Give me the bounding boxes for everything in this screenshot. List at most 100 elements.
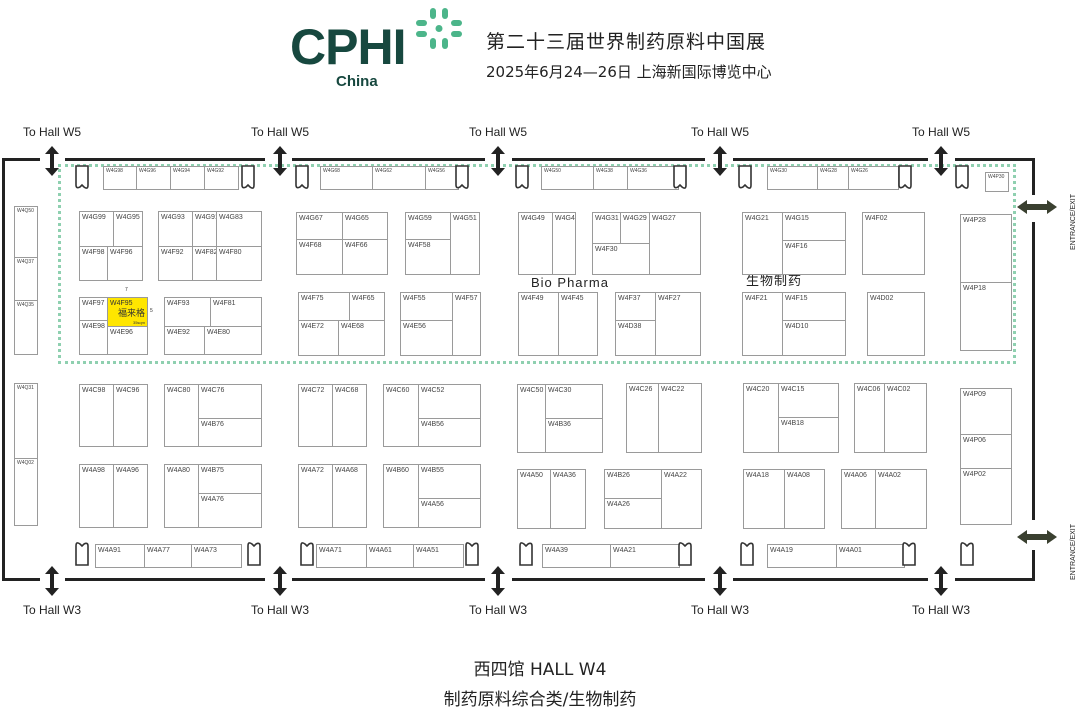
booth[interactable]: W4G83: [216, 211, 262, 247]
double-arrow-icon[interactable]: [490, 146, 506, 176]
booth[interactable]: W4G15: [782, 212, 846, 241]
booth[interactable]: W4F55: [400, 292, 453, 321]
booth[interactable]: W4C60: [383, 384, 419, 447]
booth[interactable]: W4A50: [517, 469, 551, 529]
booth[interactable]: W4G36: [627, 166, 679, 190]
booth[interactable]: W4E56: [400, 320, 453, 356]
booth[interactable]: W4Q02: [14, 458, 38, 526]
booth[interactable]: W4G91: [192, 211, 217, 247]
booth[interactable]: W4A76: [198, 493, 262, 528]
double-arrow-icon[interactable]: [44, 566, 60, 596]
booth[interactable]: W4G56: [425, 166, 459, 190]
booth[interactable]: W4B18: [778, 417, 839, 453]
booth[interactable]: W4A80: [164, 464, 199, 528]
booth[interactable]: W4A02: [875, 469, 927, 529]
booth[interactable]: W4F68: [296, 239, 343, 275]
booth[interactable]: W4A77: [144, 544, 192, 568]
booth[interactable]: W4A01: [836, 544, 905, 568]
to-hall-w5-link[interactable]: To Hall W5: [250, 125, 309, 139]
booth[interactable]: W4G31: [592, 212, 621, 244]
booth[interactable]: W4A36: [550, 469, 586, 529]
booth[interactable]: W4C98: [79, 384, 114, 447]
booth[interactable]: W4G98: [103, 166, 137, 190]
booth[interactable]: W4C68: [332, 384, 367, 447]
booth[interactable]: W4D38: [615, 320, 656, 356]
booth[interactable]: W4A96: [113, 464, 148, 528]
booth[interactable]: W4A72: [298, 464, 333, 528]
booth[interactable]: W4G94: [170, 166, 205, 190]
booth[interactable]: W4F21: [742, 292, 783, 356]
to-hall-w3-link[interactable]: To Hall W3: [468, 603, 527, 617]
booth[interactable]: W4C15: [778, 383, 839, 418]
booth[interactable]: W4F93: [164, 297, 211, 327]
booth[interactable]: W4A18: [743, 469, 785, 529]
double-arrow-icon[interactable]: [490, 566, 506, 596]
booth[interactable]: W4F15: [782, 292, 846, 321]
booth[interactable]: W4P02: [960, 468, 1012, 525]
booth[interactable]: W4E98: [79, 320, 108, 355]
booth[interactable]: W4G92: [204, 166, 239, 190]
booth[interactable]: W4Q35: [14, 300, 38, 355]
booth[interactable]: W4B36: [545, 418, 603, 453]
booth[interactable]: W4A22: [661, 469, 702, 529]
booth[interactable]: W4F82: [192, 246, 217, 281]
booth[interactable]: W4A06: [841, 469, 876, 529]
booth[interactable]: W4G29: [620, 212, 650, 244]
booth[interactable]: W4G21: [742, 212, 783, 275]
booth[interactable]: W4G50: [541, 166, 594, 190]
booth[interactable]: W4G51: [450, 212, 480, 275]
booth[interactable]: W4B55: [418, 464, 481, 499]
booth[interactable]: W4G67: [296, 212, 343, 240]
booth[interactable]: W4F92: [158, 246, 193, 281]
double-arrow-icon[interactable]: [933, 566, 949, 596]
booth[interactable]: W4A56: [418, 498, 481, 528]
booth[interactable]: W4B76: [198, 418, 262, 447]
booth[interactable]: W4F98: [79, 246, 108, 281]
entrance-arrow-icon[interactable]: [1017, 199, 1057, 215]
booth[interactable]: W4C02: [884, 383, 927, 453]
booth[interactable]: W4C20: [743, 383, 779, 453]
booth[interactable]: W4D02: [867, 292, 925, 356]
double-arrow-icon[interactable]: [712, 566, 728, 596]
booth[interactable]: W4B26: [604, 469, 662, 499]
booth[interactable]: W4F96: [107, 246, 143, 281]
booth[interactable]: W4C26: [626, 383, 659, 453]
to-hall-w3-link[interactable]: To Hall W3: [250, 603, 309, 617]
booth[interactable]: W4D10: [782, 320, 846, 356]
booth[interactable]: W4B60: [383, 464, 419, 528]
booth[interactable]: W4C72: [298, 384, 333, 447]
booth[interactable]: W4F37: [615, 292, 656, 321]
to-hall-w3-link[interactable]: To Hall W3: [690, 603, 749, 617]
booth[interactable]: W4G27: [649, 212, 701, 275]
booth[interactable]: W4G26: [848, 166, 899, 190]
booth[interactable]: W4A19: [767, 544, 837, 568]
booth[interactable]: W4A08: [784, 469, 825, 529]
booth[interactable]: W4G95: [113, 211, 143, 247]
booth[interactable]: W4C30: [545, 384, 603, 419]
double-arrow-icon[interactable]: [933, 146, 949, 176]
booth[interactable]: W4P30: [985, 172, 1009, 192]
booth[interactable]: W4G30: [767, 166, 818, 190]
booth[interactable]: W4E72: [298, 320, 339, 356]
booth[interactable]: W4F02: [862, 212, 925, 275]
to-hall-w5-link[interactable]: To Hall W5: [911, 125, 970, 139]
double-arrow-icon[interactable]: [272, 566, 288, 596]
booth[interactable]: W4Q31: [14, 383, 38, 459]
double-arrow-icon[interactable]: [712, 146, 728, 176]
booth[interactable]: W4E80: [204, 326, 262, 355]
booth[interactable]: W4A98: [79, 464, 114, 528]
booth[interactable]: W4G99: [79, 211, 114, 247]
booth[interactable]: W4P09: [960, 388, 1012, 435]
to-hall-w3-link[interactable]: To Hall W3: [911, 603, 970, 617]
booth[interactable]: W4F65: [349, 292, 385, 321]
booth[interactable]: W4A73: [191, 544, 242, 568]
booth[interactable]: W4F30: [592, 243, 650, 275]
booth[interactable]: W4G45: [552, 212, 576, 275]
booth[interactable]: W4F16: [782, 240, 846, 275]
booth[interactable]: W4B56: [418, 418, 481, 447]
booth[interactable]: W4F27: [655, 292, 701, 356]
booth[interactable]: W4C50: [517, 384, 546, 453]
booth[interactable]: W4G68: [320, 166, 373, 190]
booth[interactable]: W4G96: [136, 166, 171, 190]
booth[interactable]: W4F58: [405, 239, 451, 275]
